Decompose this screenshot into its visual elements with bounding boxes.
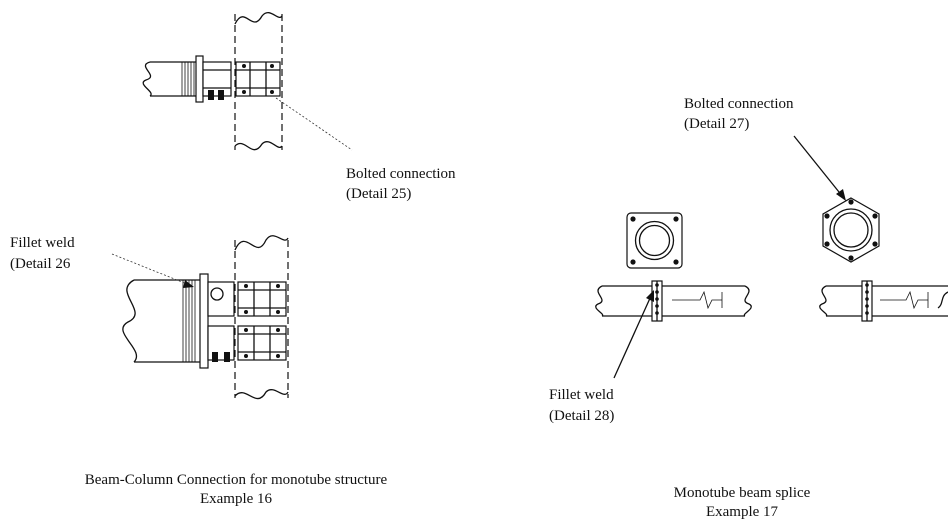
caption-right-line2: Example 17 <box>706 504 779 520</box>
leader-bolted-27 <box>793 135 844 198</box>
weld-hatch-bottom <box>182 280 196 362</box>
square-flange-plate <box>626 212 683 269</box>
beam-column-connection-bottom <box>111 235 289 400</box>
label-fillet-28-line1: Fillet weld <box>549 387 614 403</box>
monotube-beam-splice <box>595 135 948 379</box>
end-plate-bottom <box>199 273 287 369</box>
column-bottom <box>234 235 289 400</box>
arrowhead-fillet-28 <box>646 290 654 302</box>
label-bolted-25-line2: (Detail 25) <box>346 186 411 202</box>
label-fillet-26-line2: (Detail 26 <box>10 256 71 272</box>
hex-flange-plate <box>822 197 880 263</box>
label-bolted-27-line2: (Detail 27) <box>684 116 749 132</box>
end-plate-top <box>195 55 281 103</box>
beam-bottom <box>122 279 200 363</box>
caption-left-line2: Example 16 <box>200 491 273 507</box>
beam-column-connection-top <box>142 11 353 151</box>
weld-hatch-top <box>181 62 195 96</box>
label-fillet-26-line1: Fillet weld <box>10 235 75 251</box>
caption-right-line1: Monotube beam splice <box>674 485 811 501</box>
caption-left-line1: Beam-Column Connection for monotube stru… <box>85 472 388 488</box>
column-top <box>234 11 283 151</box>
label-bolted-27-line1: Bolted connection <box>684 96 794 112</box>
leader-fillet-28 <box>613 295 652 379</box>
splice-left <box>595 280 752 322</box>
splice-right <box>819 280 948 322</box>
arrowhead-fillet-26 <box>183 280 194 288</box>
leader-bolted-25 <box>275 97 353 151</box>
leader-fillet-26 <box>111 253 193 287</box>
label-fillet-28-line2: (Detail 28) <box>549 408 614 424</box>
beam-top <box>142 61 196 97</box>
arrowhead-bolted-27 <box>836 189 846 201</box>
label-bolted-25-line1: Bolted connection <box>346 166 456 182</box>
